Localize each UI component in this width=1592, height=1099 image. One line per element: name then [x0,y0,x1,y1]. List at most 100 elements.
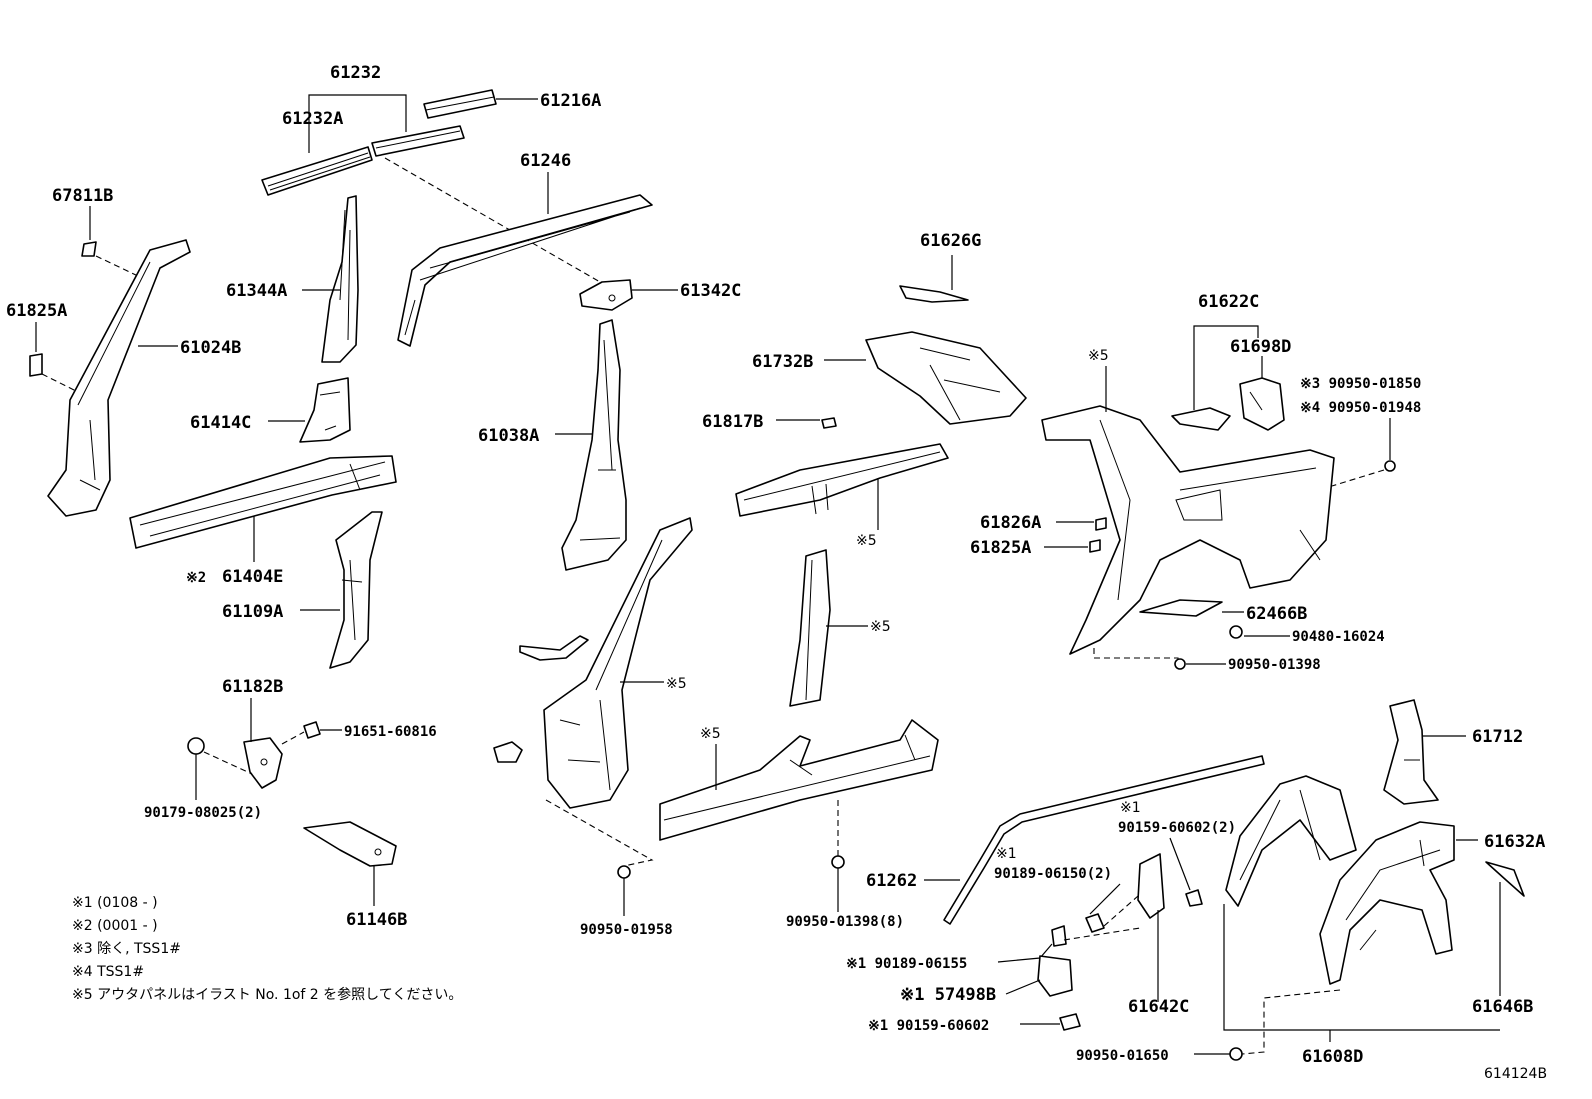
part-61642C-bracket [1137,853,1165,919]
part-61712-bracket [1383,699,1439,805]
label-90179-08025: 90179-08025(2) [144,805,262,821]
label-90950-01958: 90950-01958 [580,922,673,938]
label-61404E: 61404E [222,567,283,587]
label-center-pillar-x5: ※5 [870,619,891,635]
part-90480-16024-nut [1229,625,1243,639]
part-61246-roof-side-rail [397,194,653,347]
label-61626G: 61626G [920,231,981,251]
part-90950-01958-plug [617,865,631,879]
label-61246: 61246 [520,151,571,171]
leader-90189-06150 [1089,883,1121,915]
label-61262: 61262 [866,871,917,891]
part-61414C-bracket [299,377,351,443]
label-90480-16024: 90480-16024 [1292,629,1385,645]
dash-61232A-61342C [384,157,601,283]
leader-61622C [1193,325,1259,410]
part-61632A-wheelhouse-outer [1319,821,1455,985]
part-center-pillar-inner [789,549,831,707]
label-61817B: 61817B [702,412,763,432]
part-90950-01398-plug-right [1174,658,1186,670]
note-5: ※5 アウタパネルはイラスト No. 1of 2 を参照してください。 [72,986,462,1003]
label-90950-01650: 90950-01650 [1076,1048,1169,1064]
dash-61182B [203,751,253,775]
label-61642C: 61642C [1128,997,1189,1017]
part-61216A-rail [423,89,497,119]
part-61262-weatherstrip [943,755,1265,925]
part-61038A-center-pillar [561,319,627,571]
label-61698D: 61698D [1230,337,1291,357]
part-62466B-pad [1139,599,1223,617]
part-61825A-pad-left [29,353,43,377]
label-90189-06155: ※1 90189-06155 [846,956,967,972]
part-90950-plug-x3x4 [1384,460,1396,472]
part-90159-60602-clip [1059,1013,1081,1031]
part-90950-01398-plug [831,855,845,869]
label-90189-06150: 90189-06150(2) [994,866,1112,882]
part-61698D-bracket [1239,377,1285,431]
label-61632A: 61632A [1484,832,1545,852]
part-61817B-pad [821,417,837,429]
part-90950-01650-plug [1229,1047,1243,1061]
label-61232: 61232 [330,63,381,83]
part-61342C-bracket [579,279,633,311]
part-roof-side-inner-rear [735,443,949,517]
label-90950-01398-8: 90950-01398(8) [786,914,904,930]
label-61826A: 61826A [980,513,1041,533]
label-91651-60816: 91651-60816 [344,724,437,740]
leader-61608D-bracket [1223,904,1500,1031]
label-quarter-x5: ※5 [1088,348,1109,364]
part-small-strap [519,635,589,661]
part-90189-06150-nut [1085,913,1105,933]
part-61826A-pad [1095,517,1107,531]
note-4: ※4 TSS1# [72,964,144,980]
label-61344A: 61344A [226,281,287,301]
part-67811B-pad [81,241,97,257]
label-front-pillar-x5: ※5 [666,676,687,692]
label-61414C: 61414C [190,413,251,433]
label-61342C: 61342C [680,281,741,301]
dash-front-pillar [545,799,654,867]
part-61182B-bracket [243,737,283,789]
note-2: ※2 (0001 - ) [72,918,158,934]
part-90159-clip [1185,889,1203,907]
label-61109A: 61109A [222,602,283,622]
dash-67811B [95,255,139,277]
leader-61232 [308,94,407,153]
part-61024B-a-pillar [47,239,191,517]
label-67811B: 67811B [52,186,113,206]
leader-90159-2 [1169,837,1191,891]
part-90179-08025-nut [187,737,205,755]
label-sill-upper-x5: ※5 [856,533,877,549]
label-61622C: 61622C [1198,292,1259,312]
label-61732B: 61732B [752,352,813,372]
leader-57498B [1005,979,1041,995]
label-61646B: 61646B [1472,997,1533,1017]
part-91651-bolt [303,721,321,739]
label-62466B: 62466B [1246,604,1307,624]
label-61216A: 61216A [540,91,601,111]
label-90159-60602-2: 90159-60602(2) [1118,820,1236,836]
part-61344A-pillar [321,195,359,363]
dash-quarter-plug [1093,648,1179,664]
part-90189-06155-nut [1051,925,1067,947]
part-61146B-extension [303,821,397,867]
dash-x3x4 [1331,469,1385,487]
dash-91651 [281,731,305,745]
label-61712: 61712 [1472,727,1523,747]
diagram-id: 614124B [1484,1066,1547,1082]
part-61626G-bracket [899,285,969,303]
part-61732B-wheelhouse-upper [865,331,1027,425]
part-61109A-center-pillar-lower [329,511,383,669]
part-61622C-bracket [1171,407,1231,431]
dash-61825A-left [41,373,79,393]
label-rocker-x5: ※5 [700,726,721,742]
label-61024B: 61024B [180,338,241,358]
label-61825A-right: 61825A [970,538,1031,558]
part-grommet-left [493,741,523,763]
label-x4-90950-01948: ※4 90950-01948 [1300,400,1421,416]
part-57498B-bracket [1037,955,1073,997]
label-61404E-mark: ※2 [186,570,206,586]
dash-90950-01650 [1241,989,1341,1055]
